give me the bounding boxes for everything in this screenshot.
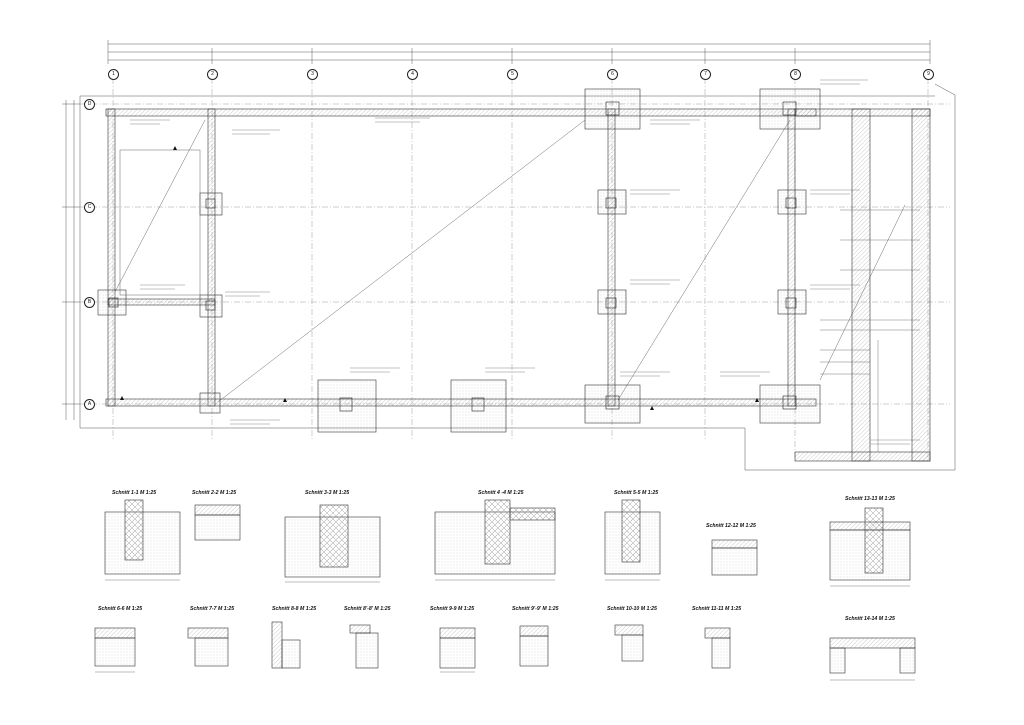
axis-bubble-9: 9 (923, 69, 934, 80)
axis-bubble-A: A (84, 399, 95, 410)
section-title-4-4: Schnitt 4 -4 M 1:25 (478, 490, 524, 496)
section-title-9p-9p: Schnitt 9'-9' M 1:25 (512, 606, 559, 612)
axis-bubble-2: 2 (207, 69, 218, 80)
axis-bubble-4: 4 (407, 69, 418, 80)
axis-bubble-D: D (84, 99, 95, 110)
section-title-10-10: Schnitt 10-10 M 1:25 (607, 606, 657, 612)
section-title-2-2: Schnitt 2-2 M 1:25 (192, 490, 237, 496)
section-title-3-3: Schnitt 3-3 M 1:25 (305, 490, 350, 496)
section-title-14-14: Schnitt 14-14 M 1:25 (845, 616, 895, 622)
section-title-5-5: Schnitt 5-5 M 1:25 (614, 490, 659, 496)
axis-bubble-7: 7 (700, 69, 711, 80)
pile-caps (97, 88, 821, 433)
pile-markers (108, 101, 797, 412)
axis-bubble-6: 6 (607, 69, 618, 80)
diagonal-lines (114, 119, 906, 403)
sections-row-1 (104, 499, 911, 581)
dimension-lines-left (62, 100, 80, 420)
axis-bubble-8: 8 (790, 69, 801, 80)
floor-plan (62, 40, 956, 471)
annotation-ticks (130, 79, 920, 445)
section-title-9-9: Schnitt 9-9 M 1:25 (430, 606, 475, 612)
axis-bubble-B: B (84, 297, 95, 308)
sections-row-2 (94, 621, 916, 674)
stair-detail (820, 209, 920, 452)
section-title-11-11: Schnitt 11-11 M 1:25 (692, 606, 742, 612)
axis-bubble-5: 5 (507, 69, 518, 80)
section-title-8-8: Schnitt 8-8 M 1:25 (272, 606, 317, 612)
axis-bubble-1: 1 (108, 69, 119, 80)
axis-bubble-C: C (84, 202, 95, 213)
section-cut-markers (120, 146, 759, 410)
section-dimension-lines (95, 579, 915, 681)
section-title-1-1: Schnitt 1-1 M 1:25 (112, 490, 157, 496)
bay-frame-left (119, 149, 201, 296)
section-title-8p-8p: Schnitt 8'-8' M 1:25 (344, 606, 391, 612)
section-title-13-13: Schnitt 13-13 M 1:25 (845, 496, 895, 502)
section-title-7-7: Schnitt 7-7 M 1:25 (190, 606, 235, 612)
axis-bubble-3: 3 (307, 69, 318, 80)
section-title-6-6: Schnitt 6-6 M 1:25 (98, 606, 143, 612)
section-title-12-12: Schnitt 12-12 M 1:25 (706, 523, 756, 529)
dimension-lines-top (107, 40, 931, 64)
